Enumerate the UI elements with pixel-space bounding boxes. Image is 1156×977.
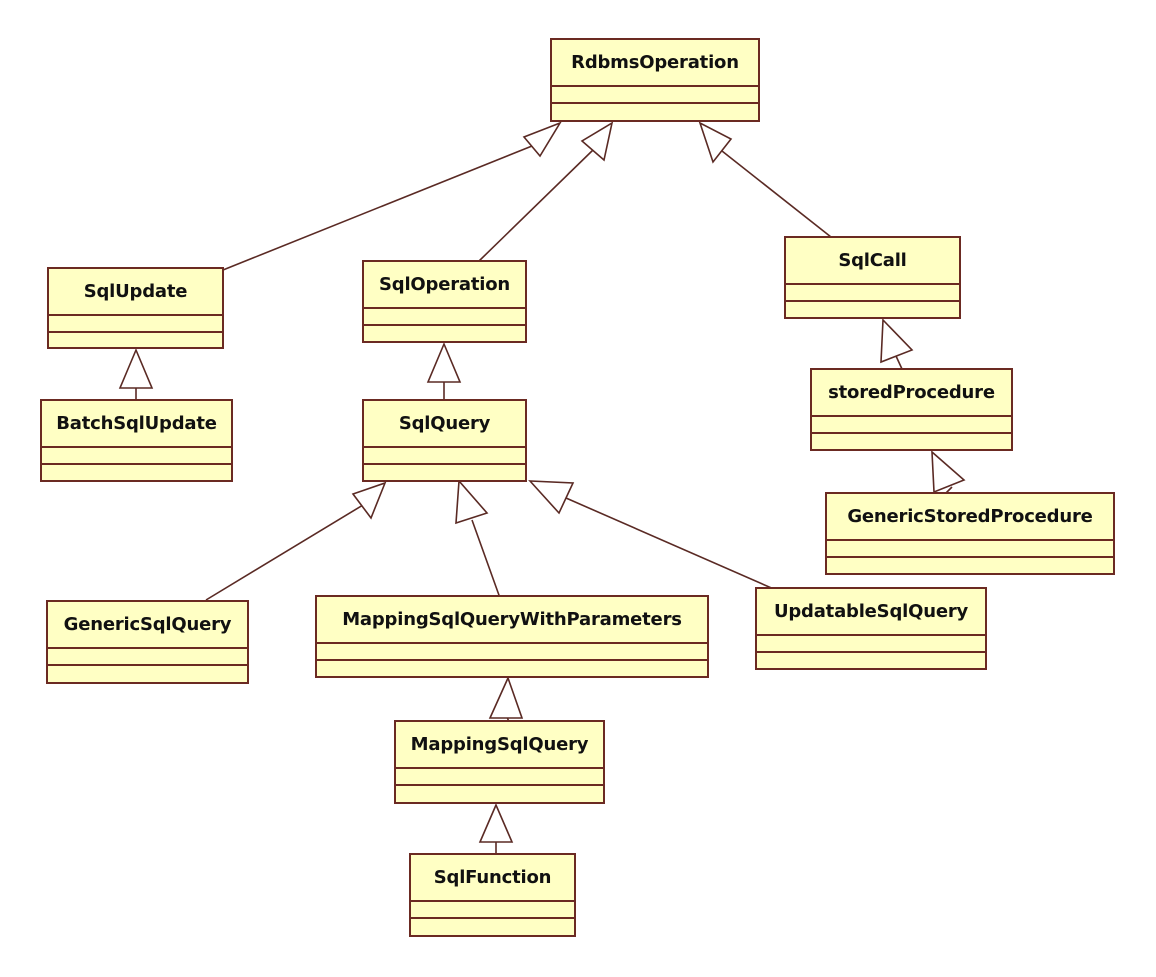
class-operations-compartment — [364, 324, 525, 326]
edge-sqloperation-rdbmsoperation — [477, 149, 594, 263]
class-name: UpdatableSqlQuery — [773, 601, 969, 622]
edge-sqlupdate-rdbmsoperation — [222, 145, 533, 271]
class-mappingsqlquerywithparameters[interactable]: MappingSqlQueryWithParameters — [315, 595, 709, 678]
class-attributes-compartment — [48, 647, 247, 664]
class-storedprocedure[interactable]: storedProcedure — [810, 368, 1013, 451]
generalization-arrowhead — [351, 481, 387, 520]
edge-storedprocedure-sqlcall — [895, 355, 903, 370]
class-attributes-compartment — [364, 307, 525, 324]
class-name: storedProcedure — [828, 382, 995, 403]
class-operations-compartment — [364, 463, 525, 465]
class-sqlfunction[interactable]: SqlFunction — [409, 853, 576, 937]
class-rdbmsoperation[interactable]: RdbmsOperation — [550, 38, 760, 122]
edge-genericsqlquery-sqlquery — [205, 504, 364, 601]
class-attributes-compartment — [364, 446, 525, 463]
class-operations-compartment — [552, 102, 758, 104]
class-batchsqlupdate[interactable]: BatchSqlUpdate — [40, 399, 233, 482]
class-operations-compartment — [42, 463, 231, 465]
class-sqlupdate[interactable]: SqlUpdate — [47, 267, 224, 349]
class-operations-compartment — [317, 659, 707, 661]
class-name: BatchSqlUpdate — [56, 413, 217, 434]
class-sqloperation[interactable]: SqlOperation — [362, 260, 527, 343]
class-attributes-compartment — [411, 900, 574, 917]
class-operations-compartment — [396, 784, 603, 786]
class-operations-compartment — [49, 331, 222, 333]
class-attributes-compartment — [812, 415, 1011, 432]
class-sqlcall[interactable]: SqlCall — [784, 236, 961, 319]
class-name: SqlOperation — [379, 274, 510, 295]
class-name: GenericSqlQuery — [63, 614, 232, 635]
class-name: SqlFunction — [433, 867, 552, 888]
class-attributes-compartment — [42, 446, 231, 463]
generalization-arrowhead — [478, 802, 514, 843]
generalization-arrowhead — [426, 341, 462, 383]
class-name: SqlQuery — [398, 413, 491, 434]
generalization-arrowhead — [455, 479, 489, 525]
class-name: MappingSqlQueryWithParameters — [342, 609, 682, 630]
class-sqlquery[interactable]: SqlQuery — [362, 399, 527, 482]
class-operations-compartment — [827, 556, 1113, 558]
edge-mappingsqlquerywithparameters-sqlquery — [471, 519, 501, 599]
class-attributes-compartment — [552, 85, 758, 102]
edge-updatablesqlquery-sqlquery — [565, 497, 777, 591]
generalization-arrowhead — [580, 121, 614, 162]
generalization-arrowhead — [880, 318, 914, 364]
class-name: GenericStoredProcedure — [847, 506, 1093, 527]
generalization-arrowhead — [528, 480, 575, 515]
class-attributes-compartment — [757, 634, 985, 651]
class-attributes-compartment — [786, 283, 959, 300]
class-operations-compartment — [812, 432, 1011, 434]
generalization-arrowhead — [931, 450, 966, 494]
generalization-arrowhead — [698, 121, 733, 164]
class-operations-compartment — [411, 917, 574, 919]
class-name: SqlCall — [838, 250, 907, 271]
class-attributes-compartment — [49, 314, 222, 331]
class-genericstoredprocedure[interactable]: GenericStoredProcedure — [825, 492, 1115, 575]
class-operations-compartment — [786, 300, 959, 302]
edge-sqlcall-rdbmsoperation — [721, 150, 832, 238]
class-attributes-compartment — [317, 642, 707, 659]
class-attributes-compartment — [827, 539, 1113, 556]
generalization-arrowhead — [118, 347, 154, 389]
generalization-arrowhead — [488, 675, 524, 719]
class-mappingsqlquery[interactable]: MappingSqlQuery — [394, 720, 605, 804]
class-attributes-compartment — [396, 767, 603, 784]
class-operations-compartment — [757, 651, 985, 653]
class-name: MappingSqlQuery — [410, 734, 589, 755]
class-name: RdbmsOperation — [571, 52, 739, 73]
class-updatablesqlquery[interactable]: UpdatableSqlQuery — [755, 587, 987, 670]
class-operations-compartment — [48, 664, 247, 666]
generalization-arrowhead — [522, 121, 562, 158]
class-genericsqlquery[interactable]: GenericSqlQuery — [46, 600, 249, 684]
class-name: SqlUpdate — [83, 281, 188, 302]
